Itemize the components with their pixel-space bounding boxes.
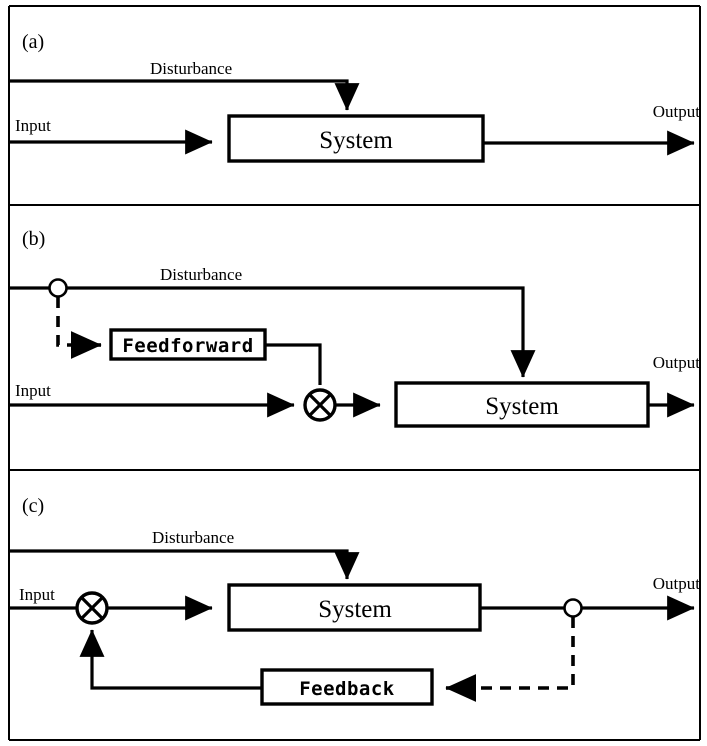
panel-b-label: (b) [22, 228, 45, 250]
panel-b-disturbance-line [10, 286, 525, 370]
panel-b-summing-junction[interactable] [303, 388, 337, 422]
panel-b-disturbance-label: Disturbance [160, 265, 242, 284]
panel-c-feedback-label: Feedback [299, 678, 395, 700]
panel-c-feedback-return-line [90, 636, 262, 690]
panel-c-disturbance-label: Disturbance [152, 528, 234, 547]
panel-c-label: (c) [22, 495, 44, 517]
panel-a-disturbance-line [10, 79, 349, 104]
panel-c-output-pickoff-icon[interactable] [563, 598, 583, 618]
panel-b-system-block[interactable] [394, 381, 650, 428]
panel-c-system-label: System [318, 596, 392, 623]
figure-frame [8, 5, 701, 741]
panel-a: (a) Disturbance Input System Output [10, 31, 701, 163]
panel-b-feedforward-to-sum-line [265, 343, 322, 385]
panel-c-input-label: Input [19, 585, 55, 604]
panel-a-output-label: Output [653, 102, 701, 121]
panel-a-label: (a) [22, 31, 44, 53]
panel-b: (b) Disturbance Feedforward Input Sys [10, 228, 701, 428]
panel-a-input-label: Input [15, 116, 51, 135]
panel-b-feedforward-block[interactable] [109, 328, 267, 361]
panel-a-system-label: System [319, 127, 393, 154]
panel-c-feedback-dashed-line [452, 617, 575, 690]
panel-a-system-block[interactable] [227, 114, 485, 163]
panel-c-feedback-block[interactable] [260, 668, 434, 706]
panel-c-system-block[interactable] [227, 583, 482, 632]
panel-c-summing-junction[interactable] [75, 591, 109, 625]
panel-b-system-label: System [485, 393, 559, 420]
panel-c: (c) Disturbance Input System Output [10, 495, 701, 706]
panel-a-disturbance-label: Disturbance [150, 59, 232, 78]
panel-b-feedforward-label: Feedforward [122, 335, 253, 357]
panel-b-disturbance-pickoff-icon[interactable] [48, 278, 68, 298]
panel-b-input-label: Input [15, 381, 51, 400]
panel-b-output-label: Output [653, 353, 701, 372]
panel-b-feedforward-dashed-line [56, 297, 96, 347]
panel-c-disturbance-line [10, 549, 349, 573]
panel-c-output-label: Output [653, 574, 701, 593]
